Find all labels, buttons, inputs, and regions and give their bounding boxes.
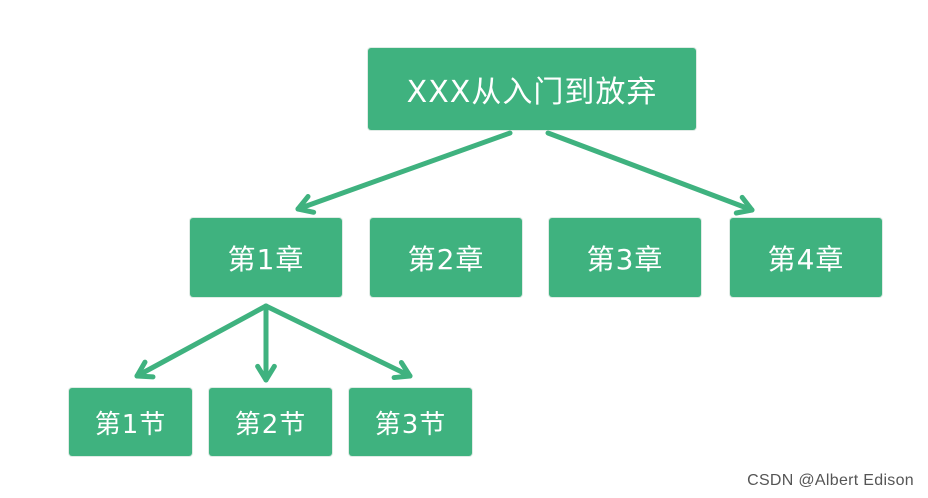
- section-node-2: 第2节: [209, 388, 332, 456]
- edge-ch1-sec1: [134, 303, 269, 379]
- watermark-text: CSDN @Albert Edison: [747, 472, 914, 489]
- arrowhead-icon: [295, 194, 317, 215]
- root-node: XXX从入门到放弃: [368, 48, 696, 130]
- section-node-1: 第1节: [69, 388, 192, 456]
- arrowhead-icon: [134, 359, 156, 380]
- chapter-node-label: 第4章: [767, 242, 845, 276]
- chapter-node-2: 第2章: [370, 218, 522, 297]
- edge-root-ch1: [295, 130, 513, 212]
- arrowhead-icon: [733, 194, 755, 216]
- chapter-node-4: 第4章: [730, 218, 882, 297]
- chapter-node-1: 第1章: [190, 218, 342, 297]
- chapter-node-label: 第3章: [586, 242, 664, 276]
- arrowhead-icon: [391, 360, 413, 381]
- root-node-label: XXX从入门到放弃: [406, 75, 658, 110]
- section-node-label: 第1节: [94, 409, 167, 440]
- section-node-label: 第2节: [234, 409, 307, 440]
- edge-root-ch4: [545, 130, 755, 213]
- arrowhead-icon: [255, 363, 277, 383]
- section-node-label: 第3节: [374, 409, 447, 440]
- chapter-node-3: 第3章: [549, 218, 701, 297]
- section-node-3: 第3节: [349, 388, 472, 456]
- edge-ch1-sec3: [263, 303, 413, 379]
- chapter-node-label: 第1章: [227, 242, 305, 276]
- chapter-node-label: 第2章: [407, 242, 485, 276]
